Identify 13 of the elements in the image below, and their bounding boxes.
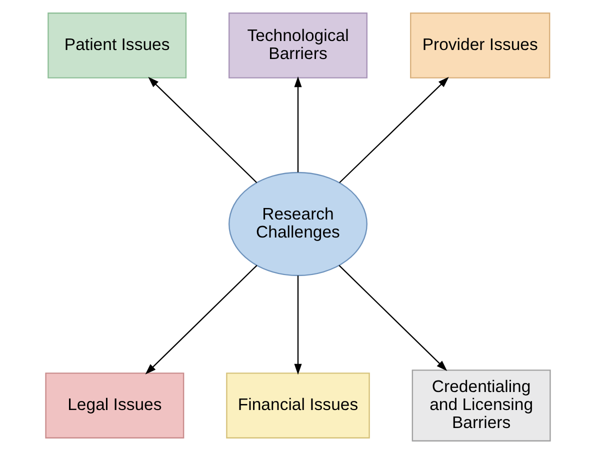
node-box: Financial Issues (226, 372, 370, 438)
node-box: Technological Barriers (228, 12, 367, 78)
arrow (338, 76, 448, 184)
node-box: Patient Issues (47, 12, 186, 78)
arrow (148, 76, 257, 184)
node-box: Credentialing and Licensing Barriers (411, 370, 550, 442)
arrow (294, 76, 302, 172)
node-box: Legal Issues (44, 372, 184, 438)
node-ellipse: Research Challenges (228, 172, 367, 276)
arrow (338, 264, 447, 371)
arrow (144, 264, 257, 374)
arrow (294, 276, 302, 375)
node-box: Provider Issues (410, 12, 550, 78)
